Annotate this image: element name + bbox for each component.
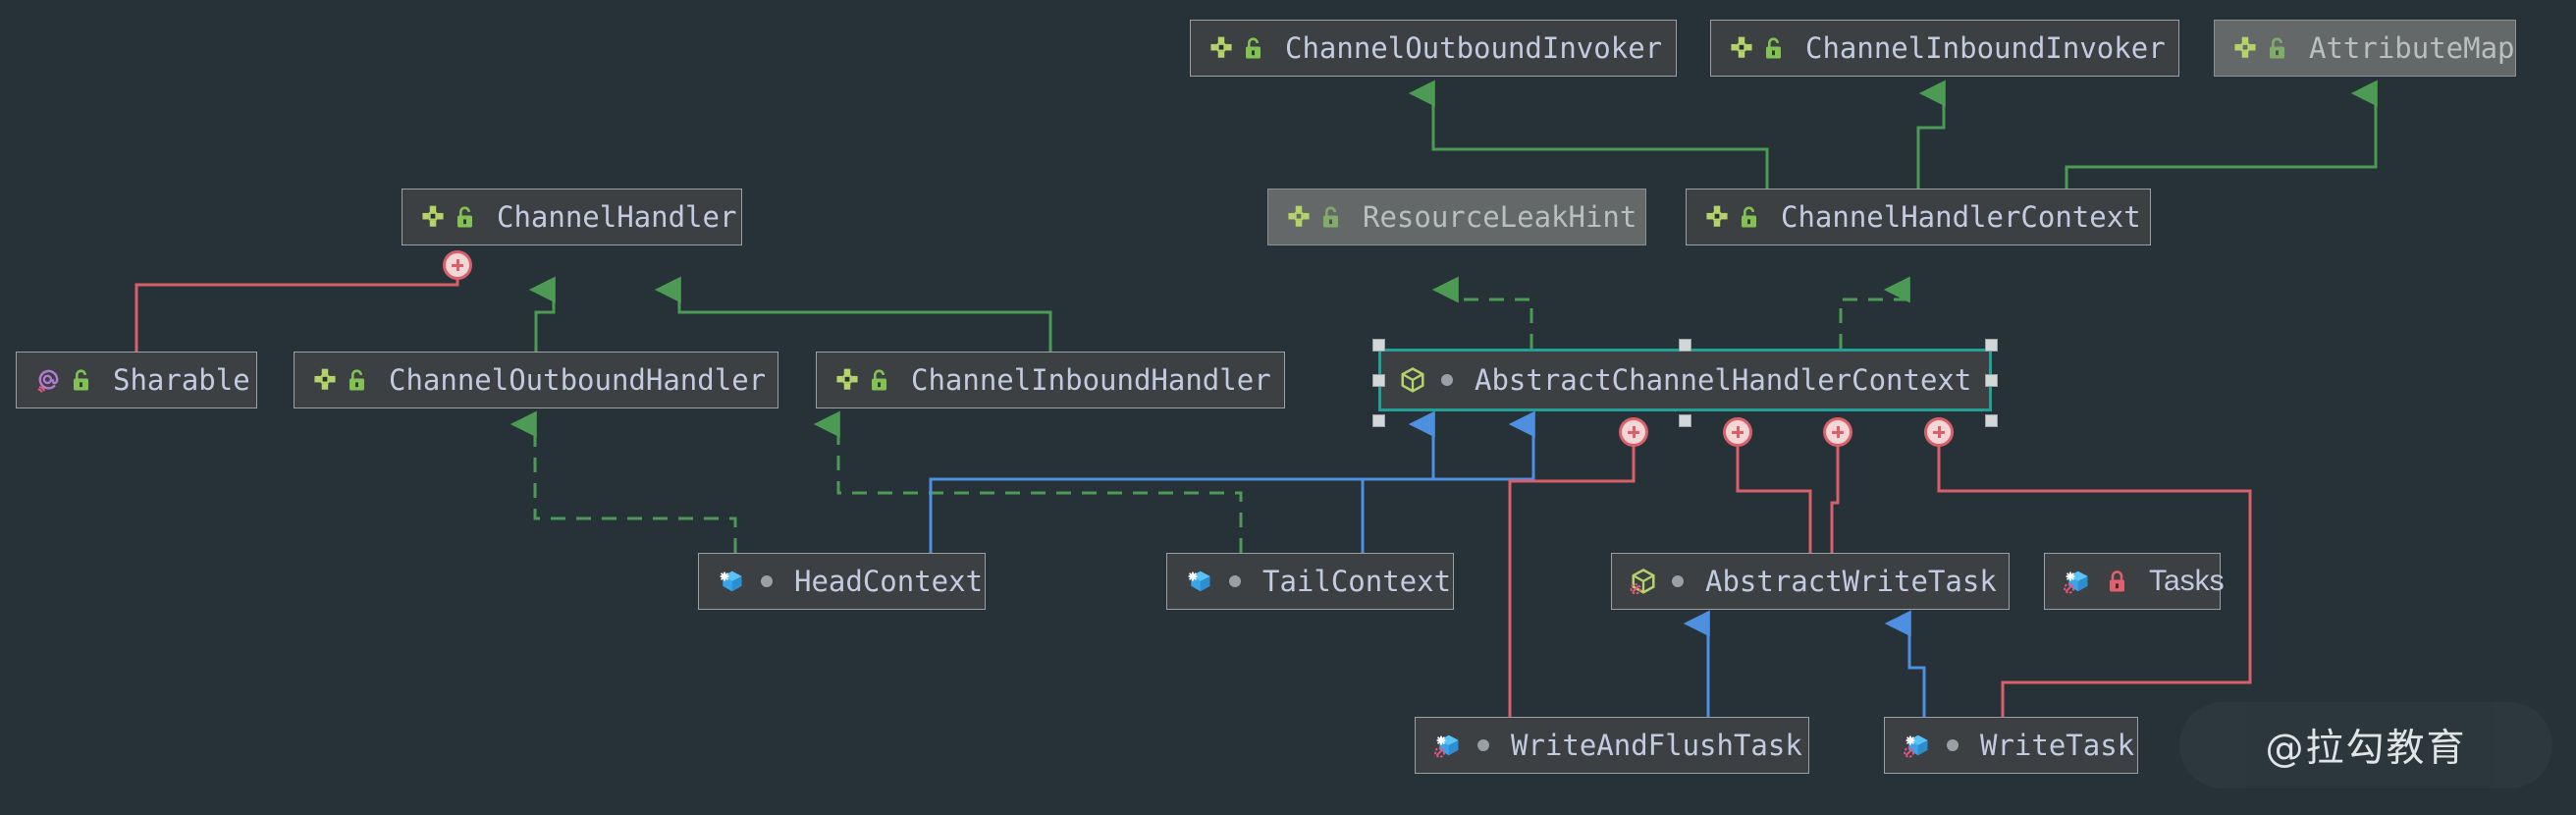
abstract-class-icon: [1399, 366, 1426, 394]
selection-handle-top-left[interactable]: [1372, 339, 1385, 352]
class-node-abstractwritetask[interactable]: AbstractWriteTask: [1611, 553, 2010, 610]
watermark: @拉勾教育: [2179, 702, 2552, 788]
class-node-abstractchannelhandlercontext[interactable]: AbstractChannelHandlerContext: [1378, 349, 1992, 411]
class-node-channeloutboundhandler[interactable]: ChannelOutboundHandler: [294, 352, 778, 408]
interface-icon: [1704, 204, 1730, 230]
association-expand-marker-tasks[interactable]: [1823, 417, 1852, 447]
class-node-channelinboundinvoker[interactable]: ChannelInboundInvoker: [1710, 20, 2179, 77]
dot-icon: [1672, 575, 1684, 587]
unlocked-padlock-icon: [347, 368, 367, 392]
final-class-icon: [2063, 568, 2092, 595]
association-expand-marker-right[interactable]: [1924, 417, 1954, 447]
edge-wt-to-awt: [1884, 610, 1926, 717]
unlocked-padlock-icon: [1320, 205, 1341, 229]
unlocked-padlock-icon: [71, 368, 91, 392]
class-node-writeandflushtask[interactable]: WriteAndFlushTask: [1415, 717, 1809, 774]
class-name-label: ChannelInboundHandler: [911, 363, 1271, 397]
final-class-icon: [1185, 568, 1214, 595]
selection-handle-middle-right[interactable]: [1985, 374, 1998, 387]
class-name-label: TailContext: [1262, 565, 1452, 598]
final-class-icon: [1433, 732, 1463, 759]
edge-coh-to-ch: [528, 276, 556, 352]
unlocked-padlock-icon: [1763, 36, 1784, 60]
edge-achc-to-awt: [1736, 432, 1812, 553]
interface-icon: [2232, 35, 2258, 61]
class-name-label: ChannelInboundInvoker: [1805, 31, 2166, 65]
abstract-class-icon: [1630, 568, 1657, 595]
edge-achc-to-chc: [1839, 276, 1910, 349]
unlocked-padlock-icon: [455, 205, 475, 229]
unlocked-padlock-icon: [1739, 205, 1759, 229]
class-node-channelhandlercontext[interactable]: ChannelHandlerContext: [1686, 189, 2151, 245]
class-node-tasks[interactable]: Tasks: [2044, 553, 2225, 610]
selection-handle-top-center[interactable]: [1679, 339, 1691, 352]
interface-icon: [420, 204, 446, 230]
selection-handle-bottom-left[interactable]: [1372, 414, 1385, 427]
edge-head-to-achc: [929, 410, 1435, 553]
class-name-label: AttributeMap: [2309, 31, 2515, 65]
association-expand-marker-sharable[interactable]: [443, 250, 472, 280]
final-class-icon: [1903, 732, 1932, 759]
class-node-channelhandler[interactable]: ChannelHandler: [402, 189, 742, 245]
class-name-label: WriteAndFlushTask: [1511, 729, 1802, 762]
edge-chc-to-cii: [1916, 80, 1946, 189]
class-name-label: Sharable: [113, 363, 250, 397]
edge-ch-to-sharable: [134, 265, 459, 352]
interface-icon: [1208, 35, 1234, 61]
unlocked-padlock-icon: [2267, 36, 2287, 60]
class-name-label: ChannelOutboundHandler: [389, 363, 767, 397]
class-name-label: ChannelHandlerContext: [1781, 200, 2141, 234]
selection-handle-top-right[interactable]: [1985, 339, 1998, 352]
class-name-label: Tasks: [2149, 565, 2225, 597]
edge-head-to-coh: [510, 410, 737, 553]
class-name-label: WriteTask: [1980, 729, 2135, 762]
class-name-label: ChannelOutboundInvoker: [1285, 31, 1663, 65]
class-node-channeloutboundinvoker[interactable]: ChannelOutboundInvoker: [1190, 20, 1677, 77]
edge-chc-to-coi: [1408, 80, 1769, 189]
class-name-label: ChannelHandler: [497, 200, 737, 234]
class-name-label: HeadContext: [794, 565, 984, 598]
class-name-label: ResourceLeakHint: [1363, 200, 1637, 234]
final-class-icon: [717, 568, 746, 595]
interface-icon: [1286, 204, 1312, 230]
selection-handle-middle-left[interactable]: [1372, 374, 1385, 387]
edge-achc-to-tasks: [1830, 432, 1840, 553]
class-node-attributemap[interactable]: AttributeMap: [2214, 20, 2516, 77]
annotation-icon: [34, 366, 62, 394]
class-name-label: AbstractWriteTask: [1705, 565, 1997, 598]
edge-achc-to-rlh: [1431, 276, 1533, 349]
watermark-text: @拉勾教育: [2265, 727, 2467, 771]
association-expand-marker-awt[interactable]: [1723, 417, 1752, 447]
dot-icon: [1229, 575, 1241, 587]
association-expand-marker-waft[interactable]: [1619, 417, 1648, 447]
dot-icon: [761, 575, 773, 587]
unlocked-padlock-icon: [1243, 36, 1263, 60]
locked-padlock-icon: [2107, 570, 2127, 593]
selection-handle-bottom-right[interactable]: [1985, 414, 1998, 427]
dot-icon: [1441, 374, 1453, 386]
interface-icon: [1729, 35, 1754, 61]
class-node-tailcontext[interactable]: TailContext: [1166, 553, 1454, 610]
class-node-headcontext[interactable]: HeadContext: [698, 553, 986, 610]
unlocked-padlock-icon: [869, 368, 889, 392]
class-node-writetask[interactable]: WriteTask: [1884, 717, 2138, 774]
interface-icon: [834, 367, 860, 393]
selection-handle-bottom-center[interactable]: [1679, 414, 1691, 427]
dot-icon: [1477, 739, 1489, 751]
interface-icon: [312, 367, 338, 393]
edge-chc-to-attributemap: [2065, 80, 2378, 189]
class-node-channelinboundhandler[interactable]: ChannelInboundHandler: [816, 352, 1285, 408]
edge-tail-to-cih: [813, 410, 1243, 553]
edge-tail-to-achc: [1361, 410, 1535, 553]
class-node-resourceleakhint[interactable]: ResourceLeakHint: [1267, 189, 1646, 245]
class-node-sharable[interactable]: Sharable: [16, 352, 257, 408]
class-name-label: AbstractChannelHandlerContext: [1475, 363, 1972, 397]
dot-icon: [1947, 739, 1959, 751]
edge-cih-to-ch: [654, 276, 1052, 352]
